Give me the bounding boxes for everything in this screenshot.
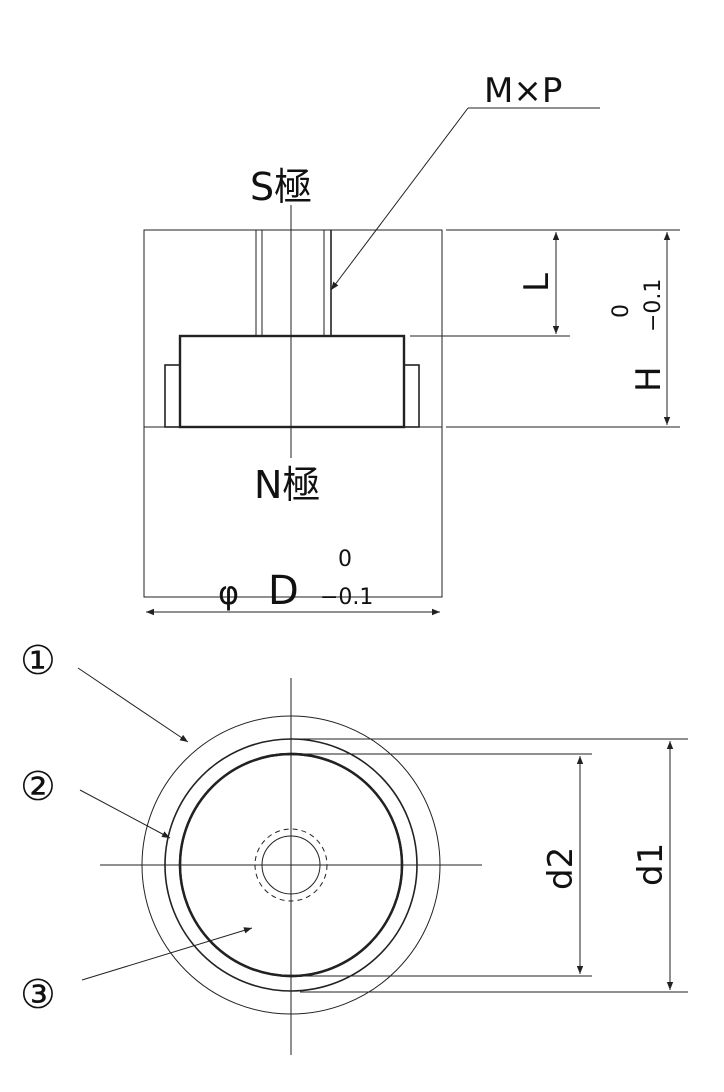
thread-hole-outer	[254, 828, 328, 902]
height-label: H	[629, 366, 669, 392]
d2-label: d2	[541, 847, 581, 890]
thread-leader	[330, 107, 469, 291]
height-tol-upper: 0	[609, 304, 634, 318]
diameter-tol-upper: 0	[338, 547, 352, 572]
cup-left-wall	[164, 364, 181, 428]
part1-label: ①	[20, 638, 56, 684]
diameter-symbol: φ	[218, 574, 239, 612]
part2-leader	[79, 789, 171, 839]
side-outline	[143, 229, 443, 428]
north-pole-label: N極	[254, 463, 320, 507]
height-tol-lower: −0.1	[641, 279, 666, 332]
magnet-body	[178, 334, 406, 429]
magnet-face-hatch	[178, 752, 404, 978]
outer-circle	[141, 715, 441, 1015]
part3-leader	[81, 927, 253, 981]
d1-label: d1	[631, 843, 671, 886]
diameter-tol-lower: −0.1	[320, 585, 373, 610]
part2-label: ②	[20, 764, 56, 810]
diameter-label: D	[268, 568, 299, 614]
south-pole-label: S極	[250, 165, 312, 209]
part3-label: ③	[20, 972, 56, 1018]
cup-ring	[164, 738, 418, 992]
side-view: M×P S極 N極 L H 0 −0.1 φ D 0 −0.1	[143, 71, 680, 616]
thread-label: M×P	[484, 71, 562, 111]
depth-label: L	[517, 273, 557, 292]
thread-hole-inner	[261, 835, 321, 895]
top-view: d2 d1 ① ② ③	[20, 638, 688, 1055]
cup-right-wall	[403, 364, 420, 428]
part1-leader	[77, 667, 189, 743]
